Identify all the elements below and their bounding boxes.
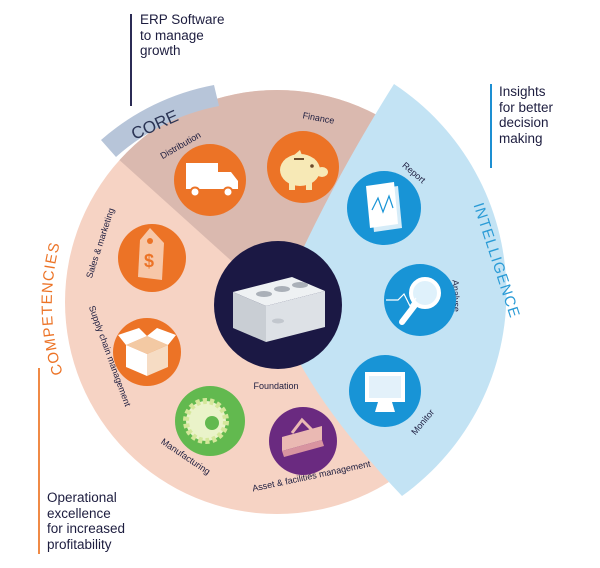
- box-icon: [113, 318, 181, 386]
- competencies-callout-line-4: profitability: [47, 536, 112, 552]
- price-tag-icon: $: [118, 224, 186, 292]
- analyse-label: Analyse: [450, 280, 461, 312]
- gear-icon: [175, 386, 245, 456]
- core-callout: ERP Software to manage growth: [140, 12, 225, 59]
- competencies-segment-label-path: COMPETENCIES: [39, 240, 66, 377]
- competencies-callout-line-1: Operational: [47, 490, 117, 505]
- svg-text:$: $: [144, 251, 154, 271]
- core-callout-line-1: ERP Software: [140, 12, 225, 27]
- brick-icon: [214, 241, 342, 369]
- truck-icon: [174, 144, 246, 216]
- report-icon: [347, 171, 421, 245]
- intelligence-callout-line-3: decision: [499, 115, 549, 130]
- core-callout-line: [130, 14, 132, 106]
- magnifier-icon: [384, 264, 456, 336]
- competencies-segment-label: COMPETENCIES: [39, 240, 67, 377]
- intelligence-callout-line: [490, 84, 492, 168]
- intelligence-callout: Insights for better decision making: [499, 84, 553, 146]
- foundation-label: Foundation: [253, 381, 298, 391]
- intelligence-callout-line-1: Insights: [499, 84, 546, 99]
- monitor-icon: [349, 355, 421, 427]
- piggy-bank-icon: [267, 131, 339, 203]
- competencies-callout-line-3: for increased: [47, 521, 126, 536]
- competencies-callout: Operational excellence for increased pro…: [47, 490, 125, 552]
- intelligence-callout-line-4: making: [499, 130, 543, 146]
- core-callout-line-2: to manage: [140, 27, 204, 43]
- core-callout-line-3: growth: [140, 43, 181, 58]
- intelligence-callout-line-2: for better: [499, 99, 554, 115]
- toolbox-icon: [269, 407, 337, 475]
- core-band: [101, 85, 219, 157]
- competencies-callout-line-2: excellence: [47, 505, 111, 521]
- competencies-callout-line: [38, 368, 40, 554]
